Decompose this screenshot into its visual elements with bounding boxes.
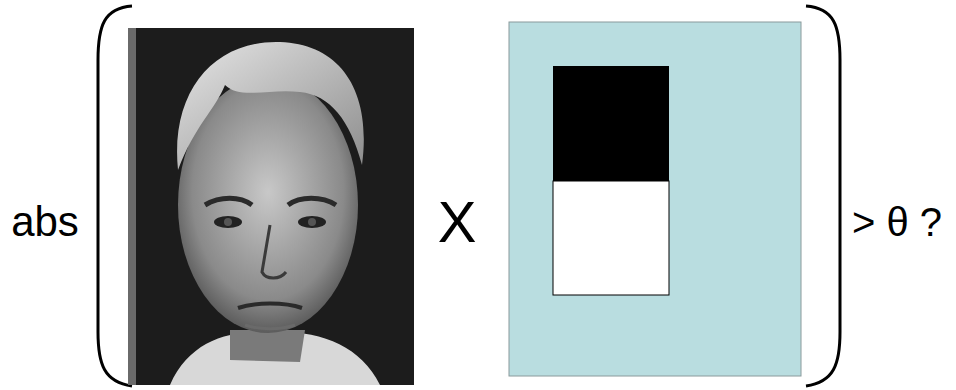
threshold-test: > θ ?	[852, 202, 942, 242]
face-photo	[128, 28, 414, 385]
light-region	[553, 181, 669, 295]
left-bracket	[98, 6, 132, 386]
multiply-sign: X	[438, 193, 477, 251]
feature-window	[509, 22, 801, 376]
function-name: abs	[11, 201, 79, 243]
dark-region	[553, 66, 669, 181]
right-bracket	[806, 6, 840, 386]
